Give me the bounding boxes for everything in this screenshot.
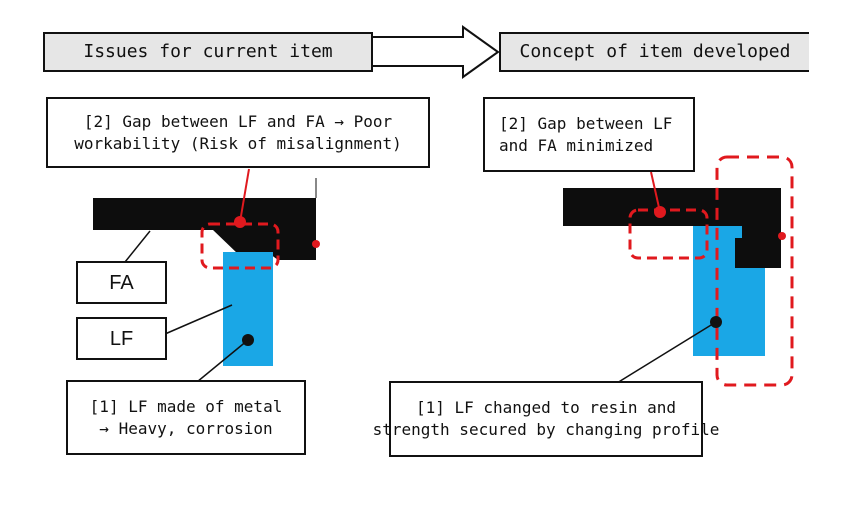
label-fa: FA bbox=[76, 261, 167, 304]
callout-gap-developed: [2] Gap between LF and FA minimized bbox=[483, 97, 695, 172]
callout-lf-current-line1: [1] LF made of metal bbox=[89, 396, 283, 416]
developed-item-drawing bbox=[563, 155, 794, 387]
lf-part-current bbox=[223, 252, 273, 366]
gap-highlight-current bbox=[200, 222, 280, 270]
gap-highlight-developed bbox=[628, 208, 709, 260]
callout-gap-current: [2] Gap between LF and FA → Poor workabi… bbox=[46, 97, 430, 168]
callout-lf-developed-line2: strength secured by changing profile bbox=[372, 420, 720, 439]
fa-part-current bbox=[93, 198, 316, 230]
header-current-item: Issues for current item bbox=[43, 32, 373, 72]
callout-lf-current-line2: → Heavy, corrosion bbox=[99, 418, 273, 438]
label-lf: LF bbox=[76, 317, 167, 360]
callout-gap-current-line2: workability (Risk of misalignment) bbox=[74, 133, 402, 153]
callout-lf-current: [1] LF made of metal → Heavy, corrosion bbox=[66, 380, 306, 455]
callout-lf-developed: [1] LF changed to resin and strength sec… bbox=[373, 381, 719, 457]
callout-gap-developed-line1: [2] Gap between LF bbox=[499, 113, 673, 133]
current-item-drawing bbox=[93, 168, 320, 383]
callout-gap-current-line1: [2] Gap between LF and FA → Poor bbox=[83, 111, 393, 131]
callout-gap-developed-line2: and FA minimized bbox=[499, 135, 654, 155]
fa-part-developed bbox=[563, 188, 781, 268]
profile-highlight-developed bbox=[715, 155, 794, 387]
header-developed-item: Concept of item developed bbox=[499, 32, 809, 72]
callout-lf-developed-line1: [1] LF changed to resin and bbox=[415, 398, 677, 417]
flow-arrow bbox=[371, 25, 500, 79]
